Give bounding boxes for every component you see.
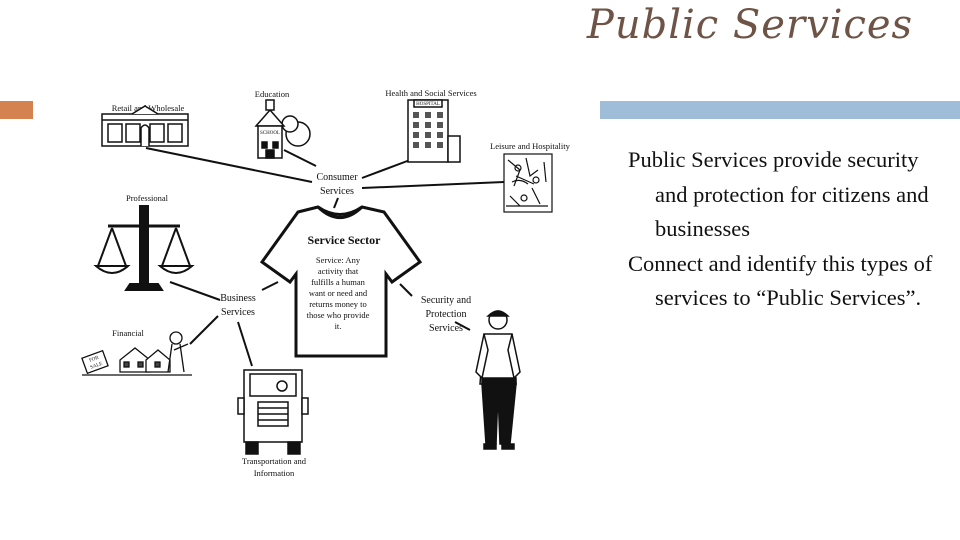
line-consumer-shirt: [333, 197, 339, 209]
service-definition: Service: Any activity that fulfills a hu…: [307, 255, 370, 331]
line-health: [361, 159, 411, 179]
business-services-label: Business: [220, 293, 256, 304]
service-sector-title: Service Sector: [308, 233, 382, 247]
retail-store-icon: [101, 105, 189, 147]
line-leisure: [361, 181, 505, 189]
hospital-sign: HOSPITAL: [416, 102, 440, 107]
consumer-services-label: Services: [320, 186, 354, 197]
security-services-label: Protection: [425, 309, 466, 320]
financial-label: Financial: [112, 328, 144, 338]
security-guard-icon: [475, 310, 521, 450]
school-sign: SCHOOL: [260, 131, 280, 136]
leisure-label: Leisure and Hospitality: [490, 141, 571, 151]
hospital-icon: [407, 99, 461, 163]
line-professional: [169, 281, 221, 301]
financial-houses-icon: [81, 331, 192, 376]
body-paragraph: Public Services provide security and pro…: [628, 147, 929, 241]
for-sale-sign: FOR: [89, 355, 100, 363]
scale-of-justice-icon: [93, 205, 195, 291]
transportation-label: Transportation and: [242, 456, 307, 466]
slide-body-text: Public Services provide security and pro…: [628, 143, 948, 316]
security-services-label: Services: [429, 323, 463, 334]
definition-line: Service: Any: [316, 255, 361, 265]
definition-line: want or need and: [309, 288, 368, 298]
definition-line: those who provide: [307, 310, 370, 320]
leisure-scene-icon: [503, 153, 553, 213]
definition-line: fulfills a human: [311, 277, 366, 287]
t-shirt-icon: [259, 205, 423, 358]
line-retail: [145, 147, 313, 183]
professional-label: Professional: [126, 193, 169, 203]
line-business-shirt: [261, 281, 279, 291]
for-sale-sign: SALE: [90, 362, 103, 371]
accent-bar-right: [600, 101, 960, 119]
consumer-services-label: Consumer: [316, 172, 358, 183]
line-financial: [189, 315, 219, 345]
transportation-label: Information: [254, 468, 295, 478]
service-sector-diagram: Service Sector Service: Any activity tha…: [81, 88, 571, 478]
truck-icon: [237, 369, 309, 455]
body-paragraph: Connect and identify this types of servi…: [628, 250, 933, 311]
connector-lines: [145, 147, 505, 367]
line-transportation: [237, 321, 253, 367]
definition-line: returns money to: [309, 299, 367, 309]
line-security-shirt: [399, 283, 413, 297]
hospital-windows: [413, 112, 443, 148]
slide-title: Public Services: [586, 2, 914, 48]
school-icon: [254, 99, 311, 159]
health-label: Health and Social Services: [385, 88, 476, 98]
education-label: Education: [255, 89, 290, 99]
security-services-label: Security and: [421, 295, 471, 306]
line-education: [283, 149, 317, 167]
accent-bar-left: [0, 101, 33, 119]
business-services-label: Services: [221, 307, 255, 318]
definition-line: it.: [335, 321, 342, 331]
line-security: [454, 321, 471, 331]
definition-line: activity that: [318, 266, 359, 276]
